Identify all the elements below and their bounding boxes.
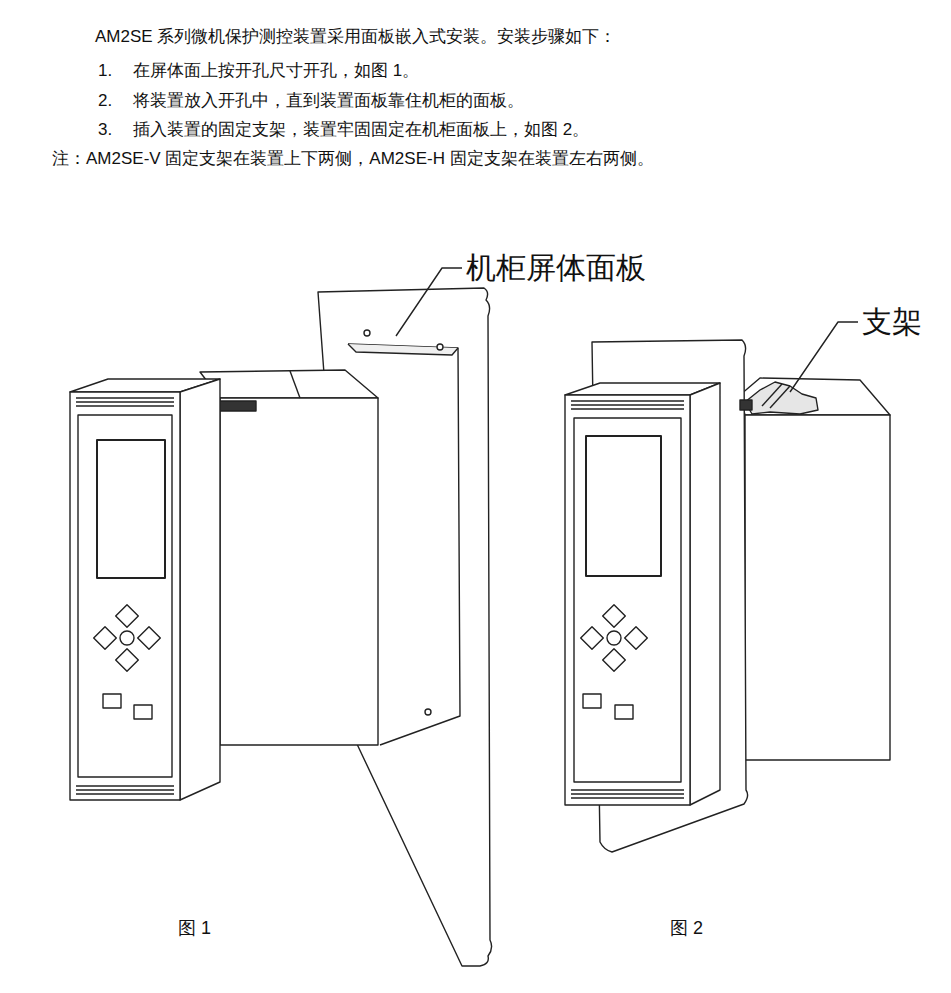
- bezel-stripe: [76, 785, 174, 786]
- bezel-front: [565, 395, 690, 805]
- bezel-stripe: [571, 400, 684, 401]
- note-text: 注：AM2SE-V 固定支架在装置上下两侧，AM2SE-H 固定支架在装置左右两…: [52, 149, 654, 169]
- lcd-screen: [586, 436, 661, 576]
- step-text: 将装置放入开孔中，直到装置面板靠住机柜的面板。: [133, 91, 524, 111]
- figure-2: [565, 322, 890, 852]
- bezel-front: [70, 392, 180, 800]
- bezel-side: [690, 383, 720, 805]
- intro-text: AM2SE 系列微机保护测控装置采用面板嵌入式安装。安装步骤如下：: [95, 27, 616, 47]
- nav-buttons: [94, 605, 161, 672]
- device-body-side: [745, 415, 890, 760]
- step-text: 在屏体面上按开孔尺寸开孔，如图 1。: [133, 61, 419, 81]
- device-body-side: [220, 398, 378, 745]
- bezel-stripe: [571, 404, 684, 405]
- mounting-bracket: [745, 382, 818, 414]
- function-button: [134, 705, 152, 719]
- cutout-shadow: [348, 344, 458, 355]
- part-label: 支架: [862, 304, 922, 340]
- figure-caption: 图 1: [178, 918, 211, 940]
- device-body-top: [200, 370, 378, 398]
- bezel-stripe: [571, 789, 684, 790]
- bezel-stripe: [76, 793, 174, 794]
- nav-buttons: [581, 605, 648, 672]
- leader-line: [396, 268, 462, 336]
- step-number: 2.: [98, 91, 112, 111]
- part-label: 机柜屏体面板: [466, 250, 646, 286]
- function-button: [103, 694, 121, 708]
- leader-line: [790, 322, 858, 392]
- bezel-stripe: [571, 797, 684, 798]
- bezel-stripe: [76, 401, 174, 402]
- bezel-stripe: [76, 397, 174, 398]
- bezel-stripe: [76, 789, 174, 790]
- device-body-top: [740, 378, 890, 415]
- bracket-lever: [770, 386, 790, 408]
- mounting-hole: [437, 344, 443, 350]
- bracket-lever: [762, 384, 782, 406]
- figure-caption: 图 2: [670, 918, 703, 940]
- bezel-stripe: [571, 408, 684, 409]
- step-text: 插入装置的固定支架，装置牢固固定在机柜面板上，如图 2。: [133, 120, 589, 140]
- bezel-stripe: [76, 405, 174, 406]
- mounting-hole: [364, 330, 370, 336]
- mounting-hole: [425, 709, 431, 715]
- lcd-screen: [97, 440, 165, 578]
- bracket-clip: [740, 400, 752, 410]
- step-number: 1.: [98, 61, 112, 81]
- bezel-inner: [78, 415, 172, 777]
- bezel-side: [180, 379, 220, 800]
- bezel-inner: [574, 418, 681, 782]
- bezel-stripe: [571, 793, 684, 794]
- step-number: 3.: [98, 120, 112, 140]
- figure-1: [70, 268, 492, 966]
- body-edge: [290, 371, 300, 398]
- function-button: [583, 694, 601, 708]
- function-button: [615, 705, 633, 719]
